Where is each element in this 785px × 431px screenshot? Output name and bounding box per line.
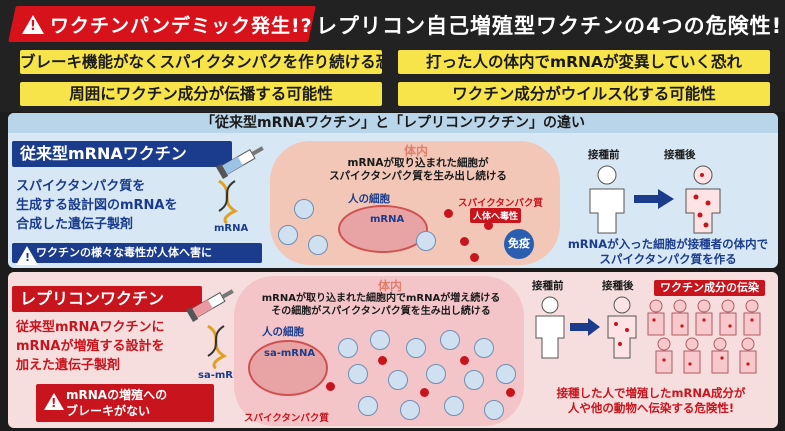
spread-result: 接種した人で増殖したmRNA成分が 人や他の動物へ伝染する危険性! — [528, 386, 774, 416]
spike-protein — [506, 388, 515, 397]
cell-mrna: mRNA — [370, 214, 405, 225]
vaccine-particle — [388, 370, 408, 390]
cell-label: 人の細胞 — [262, 326, 304, 338]
sa-mrna-tag: sa-mRNA — [198, 370, 250, 381]
spike-protein — [378, 356, 387, 365]
replicon-label: レプリコンワクチン — [12, 286, 202, 312]
spread-badge: ワクチン成分の伝染 — [654, 280, 765, 296]
toxicity-badge: 人体へ毒性 — [470, 208, 522, 223]
vaccine-particle — [370, 330, 390, 350]
spike-protein — [444, 209, 453, 218]
desc-line: 従来型mRNAワクチンに — [16, 320, 165, 335]
arrow-icon — [634, 189, 674, 209]
vaccine-particle — [338, 338, 358, 358]
headline: レプリコン自己増殖型ワクチンの4つの危険性! — [316, 14, 783, 38]
replicon-warning: mRNAの増殖への ブレーキがない — [36, 384, 214, 422]
cell-sa-mrna: sa-mRNA — [264, 348, 316, 359]
vaccine-particle — [348, 364, 368, 384]
warning-text: ワクチンの様々な毒性が人体へ害に — [36, 246, 212, 259]
desc-line: 生成する設計図のmRNAを — [16, 198, 178, 213]
danger-4: ワクチン成分がウイルス化する可能性 — [398, 82, 770, 106]
vaccine-particle — [444, 396, 464, 416]
human-cell — [248, 340, 328, 396]
syringe-icon — [215, 146, 264, 180]
vaccine-particle — [308, 235, 328, 255]
vaccine-particle — [496, 364, 516, 384]
spike-label: スパイクタンパク質 — [244, 413, 329, 424]
immune-badge: 免疫 — [504, 229, 534, 259]
process-line: mRNAが取り込まれた細胞が — [347, 157, 489, 169]
vaccine-particle — [484, 400, 504, 420]
alert-tag-text: ワクチンパンデミック発生!? — [50, 14, 313, 37]
desc-line: mRNAが増殖する設計を — [16, 339, 165, 354]
vaccine-particle — [474, 338, 494, 358]
warning-icon: ! — [44, 393, 64, 410]
vaccine-particle — [400, 400, 420, 420]
dna-icon — [218, 179, 239, 225]
body-label: 体内 — [378, 279, 403, 293]
body-label: 体内 — [404, 144, 429, 158]
after-label: 接種後 — [602, 280, 634, 292]
process-text: mRNAが取り込まれた細胞が スパイクタンパク質を生み出し続ける — [328, 157, 508, 183]
person-before-icon — [535, 296, 565, 359]
alert-tag: ! ワクチンパンデミック発生!? — [22, 8, 313, 40]
warning-line: ブレーキがない — [66, 404, 151, 418]
vaccine-particle — [416, 231, 436, 251]
result-line: 接種した人で増殖したmRNA成分が — [556, 386, 746, 400]
desc-line: 加えた遺伝子製剤 — [16, 358, 121, 373]
vaccine-particle — [278, 225, 298, 245]
comparison-title: 「従来型mRNAワクチン」と「レプリコンワクチン」の違い — [8, 113, 778, 133]
mrna-tag: mRNA — [214, 223, 249, 234]
danger-3: 周囲にワクチン成分が伝播する可能性 — [20, 82, 382, 106]
result-text: mRNAが入った細胞が接種者の体内で スパイクタンパク質を作る — [560, 237, 776, 267]
warning-icon: ! — [22, 14, 44, 34]
desc-line: 合成した遺伝子製剤 — [16, 217, 134, 232]
spike-protein — [470, 253, 479, 262]
result-line: 人や他の動物へ伝染する危険性! — [567, 401, 735, 415]
vaccine-particle — [406, 338, 426, 358]
syringe-icon — [185, 289, 234, 323]
person-before-icon — [589, 165, 625, 234]
process-line: その細胞がスパイクタンパク質を生み出し続ける — [271, 306, 491, 317]
small-warning-icon: ! — [16, 246, 38, 265]
danger-1: ブレーキ機能がなくスパイクタンパクを作り続ける恐れ — [20, 50, 382, 74]
panel-replicon: レプリコンワクチン 従来型mRNAワクチンに mRNAが増殖する設計を 加えた遺… — [8, 272, 778, 428]
spike-protein — [326, 382, 335, 391]
after-label: 接種後 — [664, 149, 696, 161]
dna-icon — [207, 324, 228, 370]
cell-label: 人の細胞 — [348, 193, 390, 205]
desc-line: スパイクタンパク質を — [16, 179, 146, 194]
warning-line: mRNAの増殖への — [66, 388, 168, 402]
result-line: mRNAが入った細胞が接種者の体内で — [567, 237, 769, 251]
conventional-desc: スパイクタンパク質を 生成する設計図のmRNAを 合成した遺伝子製剤 — [16, 177, 216, 234]
vaccine-particle — [294, 199, 314, 219]
danger-2: 打った人の体内でmRNAが変異していく恐れ — [398, 50, 770, 74]
human-cell — [338, 205, 428, 253]
spike-protein — [460, 356, 469, 365]
process-line: mRNAが取り込まれた細胞内でmRNAが増え続ける — [261, 293, 501, 304]
process-text: mRNAが取り込まれた細胞内でmRNAが増え続ける その細胞がスパイクタンパク質… — [246, 292, 516, 318]
vaccine-particle — [464, 370, 484, 390]
replicon-desc: 従来型mRNAワクチンに mRNAが増殖する設計を 加えた遺伝子製剤 — [16, 318, 206, 375]
person-after-icon — [685, 165, 721, 234]
before-label: 接種前 — [532, 280, 564, 292]
vaccine-particle — [440, 330, 460, 350]
process-line: スパイクタンパク質を生み出し続ける — [329, 170, 507, 182]
before-label: 接種前 — [588, 149, 620, 161]
spike-label: スパイクタンパク質 — [458, 198, 543, 209]
spike-protein — [420, 388, 429, 397]
conventional-warning: ワクチンの様々な毒性が人体へ害に — [12, 243, 262, 263]
panel-conventional: 「従来型mRNAワクチン」と「レプリコンワクチン」の違い 従来型mRNAワクチン… — [8, 113, 778, 268]
arrow-icon — [570, 318, 600, 336]
vaccine-particle — [426, 364, 446, 384]
crowd-icon — [647, 299, 761, 374]
spike-protein — [484, 221, 493, 230]
spike-protein — [460, 237, 469, 246]
conventional-label: 従来型mRNAワクチン — [12, 141, 232, 167]
vaccine-particle — [358, 396, 378, 416]
person-after-icon — [607, 296, 637, 359]
result-line: スパイクタンパク質を作る — [599, 252, 737, 266]
